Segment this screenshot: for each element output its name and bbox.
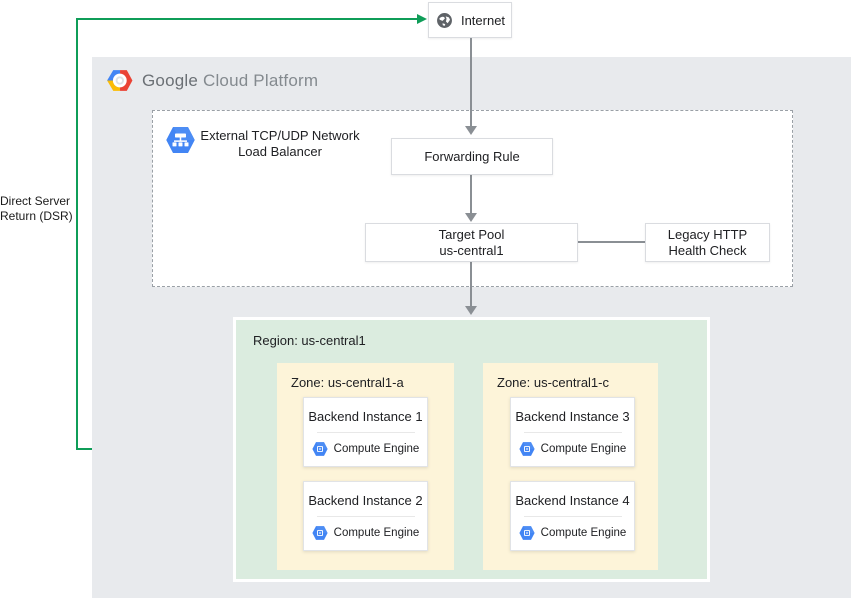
backend-instance-3-product: Compute Engine [540, 443, 627, 455]
dsr-arrowhead-icon [417, 14, 427, 24]
forwarding-rule-label: Forwarding Rule [424, 148, 520, 164]
backend-instance-2-card: Backend Instance 2 Compute Engine [303, 481, 428, 551]
backend-instance-4-product: Compute Engine [540, 527, 627, 539]
gcp-logo-icon [106, 68, 133, 93]
load-balancer-icon [165, 125, 196, 160]
compute-engine-icon [312, 441, 328, 457]
backend-instance-4-card: Backend Instance 4 Compute Engine [510, 481, 635, 551]
gcp-logo-text: Google Cloud Platform [142, 71, 318, 91]
flow-arrowhead-3-icon [465, 306, 477, 315]
compute-engine-icon [312, 525, 328, 541]
connector-pool-to-healthcheck [578, 241, 645, 243]
internet-node: Internet [428, 2, 512, 38]
region-label: Region: us-central1 [253, 333, 366, 348]
gcp-product-text: Cloud Platform [202, 70, 319, 90]
card-divider [316, 432, 415, 433]
gcp-brand-text: Google [142, 70, 199, 90]
dsr-label-line1: Direct Server [0, 194, 71, 208]
forwarding-rule-node: Forwarding Rule [391, 138, 553, 175]
backend-instance-2-title: Backend Instance 2 [308, 493, 423, 508]
flow-arrowhead-1-icon [465, 126, 477, 135]
zone-a-label: Zone: us-central1-a [291, 375, 404, 390]
dsr-label-line2: Return (DSR) [0, 209, 73, 223]
zone-c-label: Zone: us-central1-c [497, 375, 609, 390]
card-divider [523, 516, 622, 517]
gcp-logo: Google Cloud Platform [106, 68, 318, 93]
compute-engine-icon [519, 525, 535, 541]
target-pool-label-line1: Target Pool [438, 226, 505, 242]
backend-instance-4-title: Backend Instance 4 [515, 493, 630, 508]
globe-icon [435, 11, 454, 30]
dsr-line-vertical [76, 18, 78, 450]
target-pool-node: Target Pool us-central1 [365, 223, 578, 262]
backend-instance-1-product: Compute Engine [333, 443, 420, 455]
backend-instance-2-product: Compute Engine [333, 527, 420, 539]
load-balancer-title: External TCP/UDP Network Load Balancer [196, 128, 364, 160]
internet-label: Internet [460, 12, 506, 28]
health-check-label-line2: Health Check [668, 242, 747, 258]
flow-line-internet-to-forwarding [470, 38, 472, 126]
backend-instance-3-card: Backend Instance 3 Compute Engine [510, 397, 635, 467]
compute-engine-icon [519, 441, 535, 457]
health-check-label-line1: Legacy HTTP [667, 226, 748, 242]
card-divider [316, 516, 415, 517]
dsr-label: Direct Server Return (DSR) [0, 194, 74, 224]
load-balancer-title-line1: External TCP/UDP Network [200, 128, 360, 143]
flow-line-forwarding-to-pool [470, 175, 472, 213]
flow-line-pool-to-region [470, 261, 472, 306]
backend-instance-1-title: Backend Instance 1 [308, 409, 423, 424]
backend-instance-3-title: Backend Instance 3 [515, 409, 630, 424]
health-check-node: Legacy HTTP Health Check [645, 223, 770, 262]
backend-instance-1-card: Backend Instance 1 Compute Engine [303, 397, 428, 467]
card-divider [523, 432, 622, 433]
flow-arrowhead-2-icon [465, 213, 477, 222]
target-pool-label-line2: us-central1 [439, 242, 504, 258]
dsr-line-top [78, 18, 417, 20]
load-balancer-title-line2: Load Balancer [238, 144, 322, 159]
